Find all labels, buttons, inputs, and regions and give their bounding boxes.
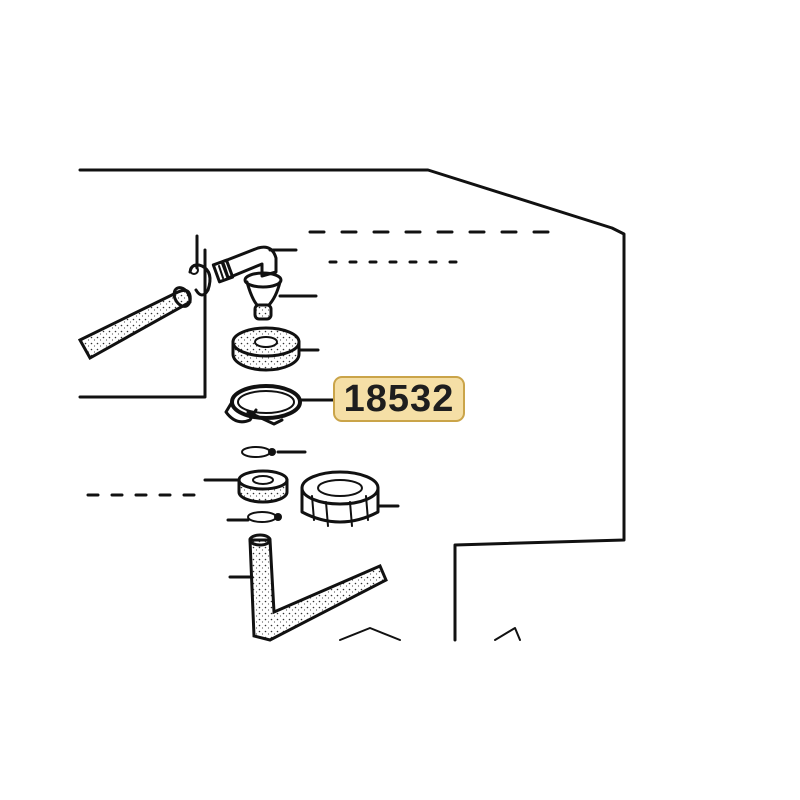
pickup-tube-icon — [228, 533, 388, 642]
small-clip-icon-lower — [226, 511, 282, 523]
small-clip-icon — [241, 446, 307, 458]
tank-cap-icon — [300, 470, 400, 527]
fuel-hose-icon — [77, 286, 192, 361]
tank-outline — [78, 168, 626, 642]
bottom-fragments — [339, 627, 521, 641]
elbow-fitting-icon — [211, 245, 298, 284]
hose-clamp-icon — [188, 234, 212, 297]
foam-filter-ring-icon — [231, 326, 320, 372]
part-number-callout: 18532 — [333, 376, 465, 422]
fuel-valve-icon — [243, 271, 318, 321]
band-clamp-icon — [224, 384, 335, 426]
rubber-grommet-icon — [203, 469, 289, 504]
